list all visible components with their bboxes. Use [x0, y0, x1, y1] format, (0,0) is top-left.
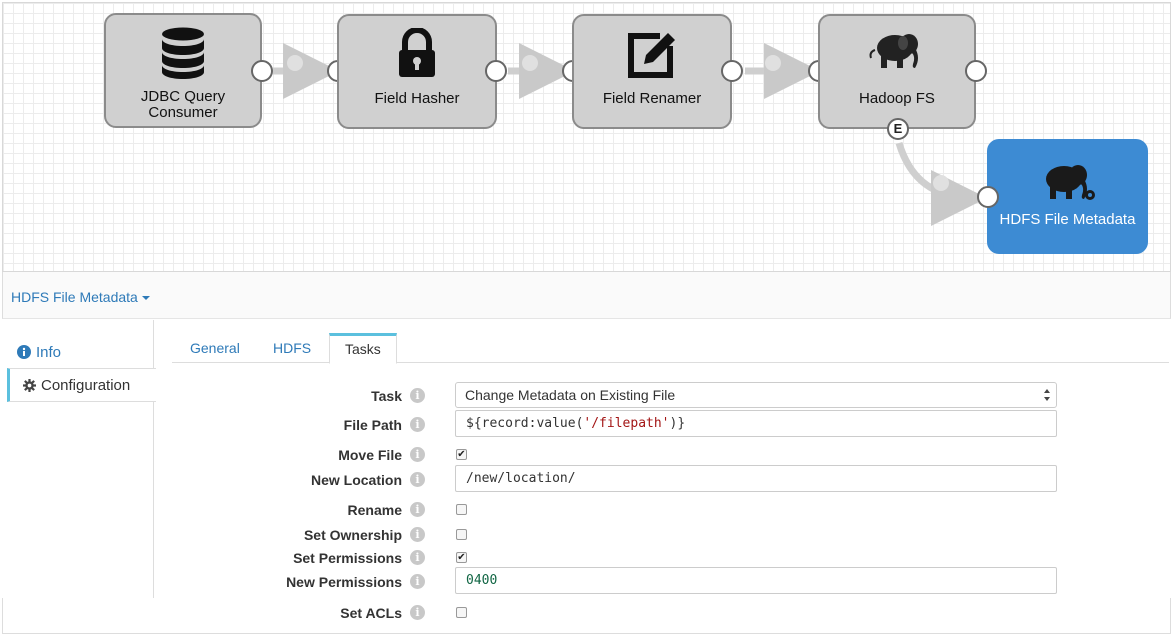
help-icon[interactable]: i [410, 550, 425, 565]
new-permissions-input[interactable]: 0400 [455, 567, 1057, 594]
field-label: File Path [343, 417, 402, 433]
link-jdbc-hasher[interactable] [273, 43, 339, 99]
field-label: Task [371, 388, 402, 404]
panel-bottom-frame [2, 598, 1171, 634]
sidebar-item-label: Info [36, 343, 62, 361]
tab-general[interactable]: General [190, 340, 240, 356]
new-location-input[interactable]: /new/location/ [455, 465, 1057, 492]
config-sidebar: Info Configuration [2, 320, 156, 598]
field-label: Set ACLs [340, 605, 402, 621]
link-hasher-renamer[interactable] [508, 43, 575, 99]
task-select[interactable]: Change Metadata on Existing File [455, 382, 1057, 408]
database-icon [106, 27, 260, 79]
elephant-gear-icon [989, 159, 1146, 209]
sidebar-item-label: Configuration [41, 376, 131, 394]
expr-text: )} [669, 416, 686, 431]
help-icon[interactable]: i [410, 527, 425, 542]
field-label: Set Permissions [293, 550, 402, 566]
form-row-set-permissions: Set Permissions i ✔ [172, 546, 1072, 570]
set-ownership-checkbox[interactable] [456, 529, 467, 540]
form-row-rename: Rename i [172, 498, 1072, 522]
pipeline-canvas[interactable]: JDBC Query Consumer Field Hasher Field R… [2, 2, 1171, 272]
output-port[interactable] [251, 60, 273, 82]
permissions-value: 0400 [466, 573, 498, 588]
form-row-move-file: Move File i ✔ [172, 443, 1072, 467]
form-row-set-ownership: Set Ownership i [172, 523, 1072, 547]
help-icon[interactable]: i [410, 502, 425, 517]
help-icon[interactable]: i [410, 605, 425, 620]
field-label: New Permissions [286, 574, 402, 590]
help-icon[interactable]: i [410, 574, 425, 589]
stage-config-header: HDFS File Metadata [2, 272, 1171, 319]
stage-selector-label: HDFS File Metadata [11, 289, 138, 305]
tab-tasks[interactable]: Tasks [329, 333, 397, 364]
info-circle-icon [17, 345, 31, 359]
event-port[interactable]: E [887, 118, 909, 140]
expr-text: ${record:value( [466, 416, 584, 431]
caret-down-icon [141, 296, 150, 301]
field-label: Move File [338, 447, 402, 463]
stage-label: JDBC Query Consumer [140, 88, 226, 121]
select-arrows-icon [1044, 389, 1050, 401]
set-permissions-checkbox[interactable]: ✔ [456, 552, 467, 563]
lock-icon [339, 28, 495, 78]
stage-label: Field Hasher [374, 90, 460, 107]
set-acls-checkbox[interactable] [456, 607, 467, 618]
link-renamer-hadoop[interactable] [745, 43, 820, 99]
help-icon[interactable]: i [410, 447, 425, 462]
stage-label: Hadoop FS [859, 90, 935, 107]
stage-field-renamer[interactable]: Field Renamer [572, 14, 732, 129]
output-port[interactable] [721, 60, 743, 82]
link-hadoop-event-metadata[interactable] [895, 141, 987, 226]
stage-hdfs-file-metadata[interactable]: HDFS File Metadata [987, 139, 1148, 254]
form-row-file-path: File Path i ${record:value('/filepath')} [172, 410, 1072, 437]
sidebar-item-configuration[interactable]: Configuration [7, 368, 156, 402]
data-preview-icon [765, 55, 781, 71]
data-preview-icon [522, 55, 538, 71]
field-label: Rename [347, 502, 402, 518]
form-row-new-location: New Location i /new/location/ [172, 465, 1072, 492]
field-label: Set Ownership [303, 527, 402, 543]
output-port[interactable] [485, 60, 507, 82]
field-label: New Location [310, 472, 402, 488]
stage-label: Field Renamer [602, 90, 702, 107]
file-path-input[interactable]: ${record:value('/filepath')} [455, 410, 1057, 437]
stage-hadoop-fs[interactable]: Hadoop FS [818, 14, 976, 129]
stage-links [273, 43, 987, 226]
stage-field-hasher[interactable]: Field Hasher [337, 14, 497, 129]
input-port[interactable] [977, 186, 999, 208]
elephant-icon [820, 28, 974, 78]
task-select-value: Change Metadata on Existing File [465, 387, 676, 403]
help-icon[interactable]: i [410, 417, 425, 432]
form-row-new-permissions: New Permissions i 0400 [172, 567, 1072, 594]
edit-icon [574, 28, 730, 78]
data-preview-icon [287, 55, 303, 71]
output-port[interactable] [965, 60, 987, 82]
help-icon[interactable]: i [410, 388, 425, 403]
expr-string: '/filepath' [583, 416, 670, 431]
move-file-checkbox[interactable]: ✔ [456, 449, 467, 460]
stage-label: HDFS File Metadata [999, 211, 1136, 228]
form-row-task: Task i Change Metadata on Existing File [172, 382, 1072, 408]
gear-icon [23, 378, 36, 392]
form-row-set-acls: Set ACLs i [172, 601, 1072, 625]
stage-selector-dropdown[interactable]: HDFS File Metadata [11, 289, 150, 305]
config-tabs: General HDFS Tasks [172, 333, 1169, 364]
help-icon[interactable]: i [410, 472, 425, 487]
sidebar-item-info[interactable]: Info [7, 335, 154, 369]
rename-checkbox[interactable] [456, 504, 467, 515]
data-preview-icon [933, 175, 949, 191]
stage-jdbc-query-consumer[interactable]: JDBC Query Consumer [104, 13, 262, 128]
tab-hdfs[interactable]: HDFS [273, 340, 312, 356]
